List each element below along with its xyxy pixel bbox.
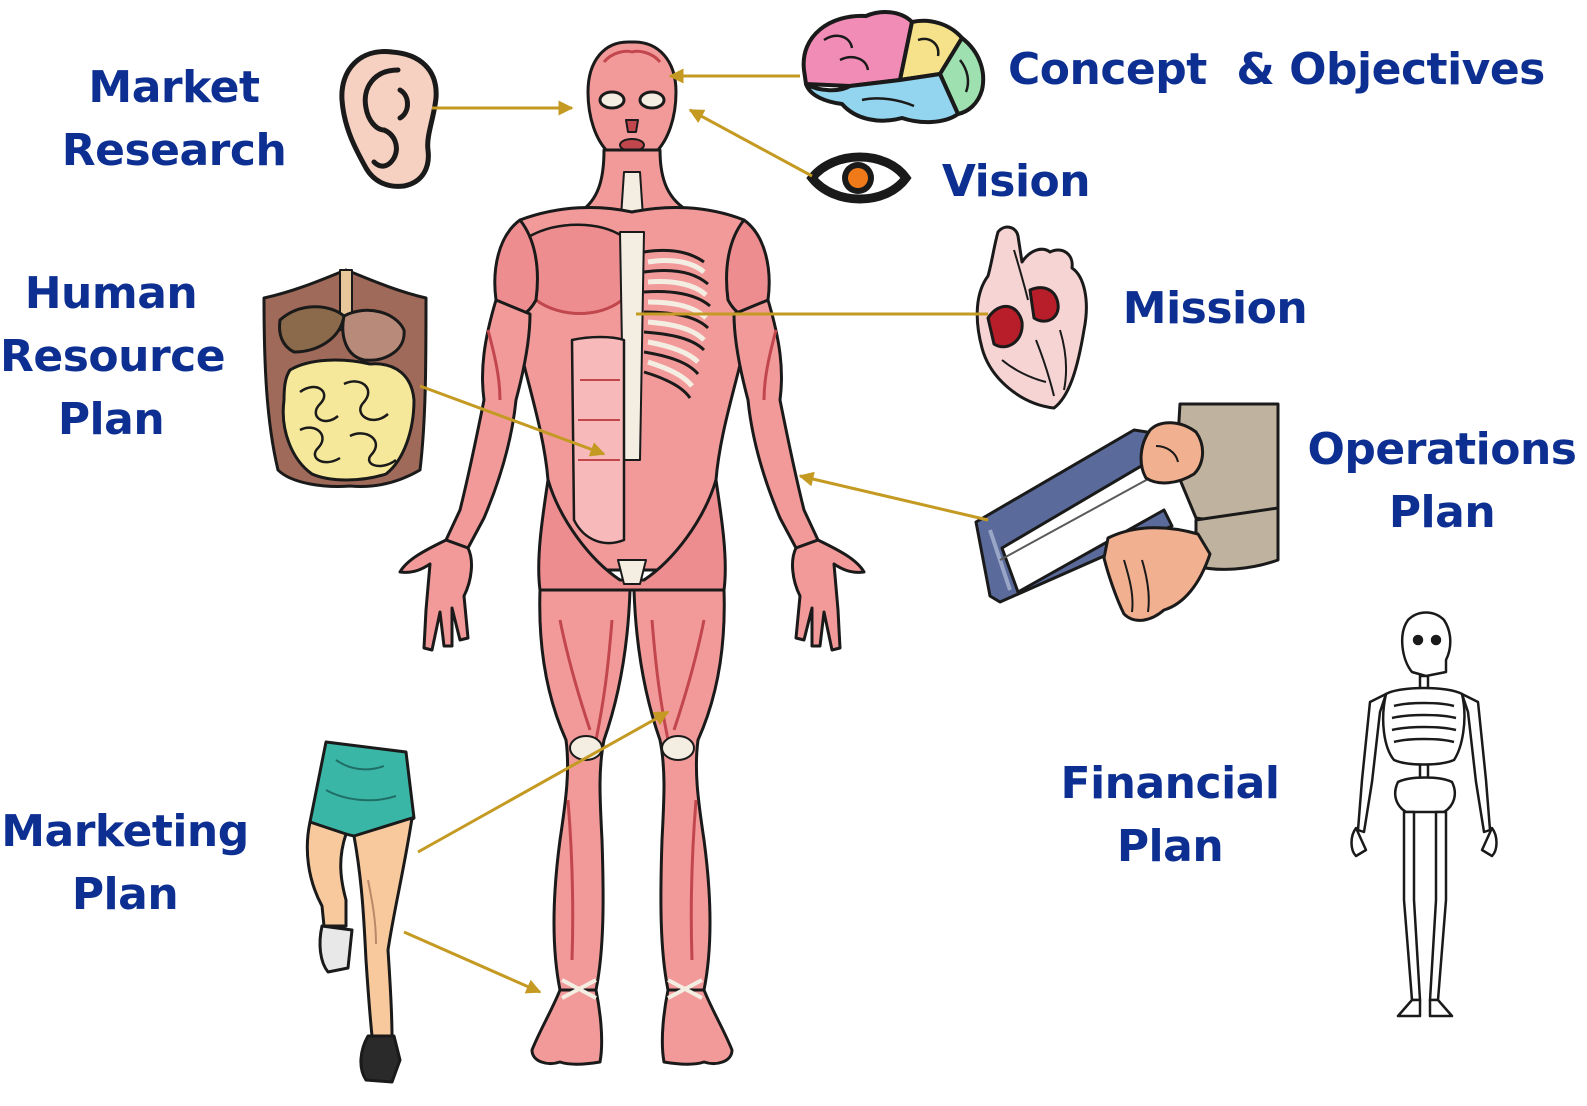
label-human-resource-line-1: Human [0,262,222,325]
eye-icon [812,157,906,199]
label-marketing-line-2: Plan [0,863,250,926]
arrow-vision [690,110,812,176]
digestive-organs-icon [264,270,426,486]
hacksaw-hands-icon [976,404,1278,620]
label-human-resource-line-3: Plan [0,388,222,451]
label-human-resource-line-2: Resource [0,325,222,388]
label-financial-line-2: Plan [1050,815,1290,878]
label-market-research-line-2: Research [58,119,290,182]
arrow-marketing-thigh [418,712,668,852]
label-financial: Financial Plan [1050,752,1290,878]
label-financial-line-1: Financial [1050,752,1290,815]
label-operations-line-2: Plan [1302,481,1582,544]
skeleton-icon [1352,613,1497,1017]
heart-icon [977,227,1086,408]
label-market-research-line-1: Market [58,56,290,119]
label-human-resource: Human Resource Plan [0,262,222,451]
label-concept-objectives: Concept & Objectives [1008,38,1538,101]
ear-icon [342,52,436,187]
arrow-marketing-ankle [404,932,540,992]
label-vision: Vision [934,150,1098,213]
label-operations: Operations Plan [1302,418,1582,544]
label-market-research: Market Research [58,56,290,182]
arrow-operations [800,476,988,520]
label-mission-line-1: Mission [1116,277,1314,340]
label-operations-line-1: Operations [1302,418,1582,481]
label-concept-objectives-line-1: Concept & Objectives [1008,38,1538,101]
label-vision-line-1: Vision [934,150,1098,213]
label-mission: Mission [1116,277,1314,340]
label-marketing: Marketing Plan [0,800,250,926]
muscle-anatomy-figure-icon [400,42,864,1064]
brain-icon [804,12,984,122]
running-legs-icon [307,742,414,1082]
label-marketing-line-1: Marketing [0,800,250,863]
